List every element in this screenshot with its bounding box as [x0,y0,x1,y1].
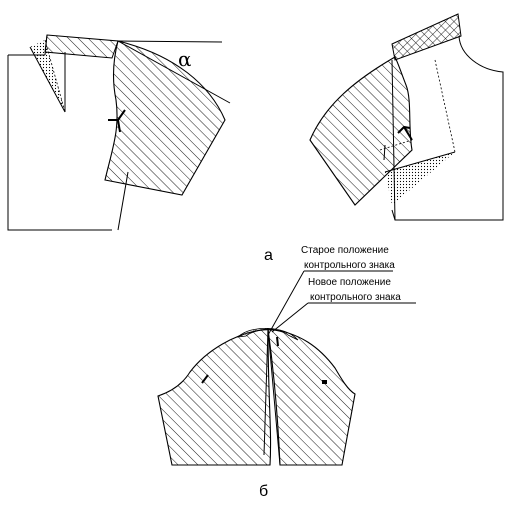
right-dart [384,59,456,205]
left-notch-mark [108,109,126,133]
left-bodice [7,34,112,231]
part-a-label: а [264,247,273,264]
sleeve-right-half [267,328,356,466]
left-shoulder-seam [44,34,119,59]
svg-text:Новое положение: Новое положение [308,277,391,288]
annotation-old-position: Старое положение контрольного знака [267,245,395,336]
sleeve-notch-marks [201,336,327,384]
right-shoulder-seam [391,13,462,61]
part-b-label: б [259,483,268,500]
svg-text:контрольного знака: контрольного знака [310,292,401,303]
right-notch-mark [397,125,413,141]
sleeve-center-lines [263,328,281,466]
angle-alpha-label: α [178,47,192,71]
sleeve-left-half [157,328,272,466]
left-dart [29,39,66,113]
left-sleeve-cap [104,40,231,231]
svg-text:Старое положение: Старое положение [301,245,389,256]
svg-text:контрольного знака: контрольного знака [304,260,395,271]
sleeve-cap-crosshatch [236,327,299,341]
annotation-new-position: Новое положение контрольного знака [271,277,416,333]
